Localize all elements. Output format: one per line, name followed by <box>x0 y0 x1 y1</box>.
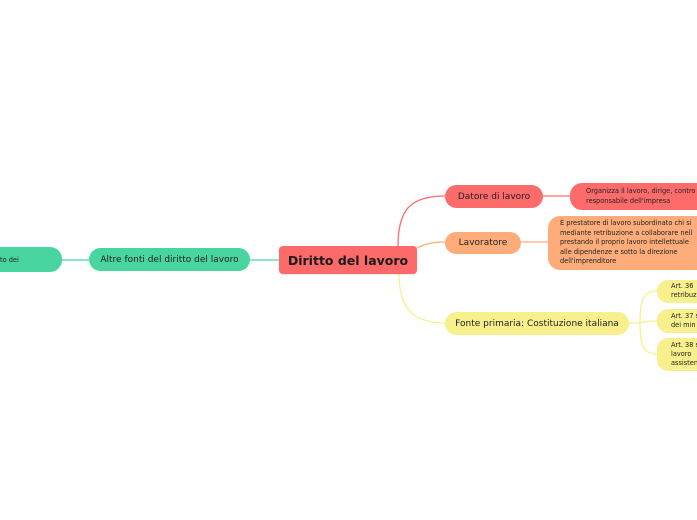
lavoratore-desc-line: alle dipendenze e sotto la direzione <box>560 247 678 256</box>
branch-datore-di-lavoro[interactable]: Datore di lavoro <box>445 185 543 208</box>
lavoratore-desc-line: È prestatore di lavoro subordinato chi s… <box>560 219 692 228</box>
branch-datore-label: Datore di lavoro <box>457 191 531 202</box>
article-line: assisten <box>671 359 697 368</box>
article-line: Art. 37 s <box>671 311 697 320</box>
article-line: dei min <box>671 320 696 329</box>
article-line: retribuz <box>671 291 697 300</box>
branch-fonte-primaria[interactable]: Fonte primaria: Costituzione italiana <box>445 312 629 335</box>
datore-desc-line: Organizza il lavoro, dirige, contro <box>586 186 696 195</box>
branch-lavoratore[interactable]: Lavoratore <box>445 232 521 254</box>
article-line: Art. 38 s <box>671 340 697 349</box>
branch-fonte-label: Fonte primaria: Costituzione italiana <box>455 318 619 329</box>
left-child-label: to dei <box>0 255 19 264</box>
article-line: lavoro <box>671 349 692 358</box>
branch-lavoratore-label: Lavoratore <box>458 238 508 248</box>
lavoratore-desc-line: dell'imprenditore <box>560 257 617 266</box>
branch-altre-fonti-label: Altre fonti del diritto del lavoro <box>100 254 239 265</box>
lavoratore-description-node[interactable]: È prestatore di lavoro subordinato chi s… <box>548 216 697 270</box>
central-topic-label: Diritto del lavoro <box>287 252 409 268</box>
article-37-node[interactable]: Art. 37 s dei min <box>657 309 697 333</box>
article-38-node[interactable]: Art. 38 s lavoro assisten <box>657 338 697 371</box>
lavoratore-desc-line: mediante retribuzione a collaborare nell <box>560 228 693 237</box>
article-36-node[interactable]: Art. 36 retribuz <box>657 280 697 303</box>
branch-altre-fonti[interactable]: Altre fonti del diritto del lavoro <box>89 248 250 271</box>
central-topic-node[interactable]: Diritto del lavoro <box>279 246 417 274</box>
lavoratore-desc-line: prestando il proprio lavoro intellettual… <box>560 238 689 247</box>
left-child-node[interactable]: to dei <box>0 247 62 272</box>
datore-desc-line: responsabile dell'impresa <box>586 196 671 205</box>
article-line: Art. 36 <box>671 282 694 290</box>
datore-description-node[interactable]: Organizza il lavoro, dirige, contro resp… <box>570 183 697 210</box>
